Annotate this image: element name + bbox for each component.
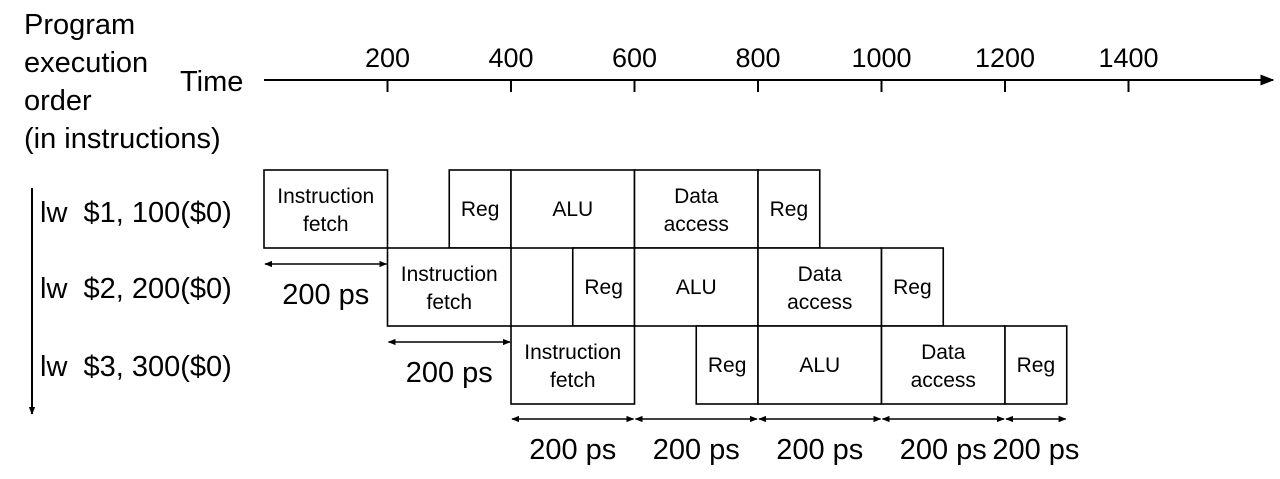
order-label-line: order — [24, 85, 92, 117]
axis-tick-label: 1000 — [851, 43, 911, 73]
stage-box — [263, 169, 389, 249]
axis-tick-label: 800 — [735, 43, 780, 73]
stage-label: fetch — [426, 291, 472, 314]
stage-box — [510, 325, 636, 405]
axis-tick-label: 1400 — [1098, 43, 1158, 73]
stage-box — [757, 169, 821, 249]
order-label-line: execution — [24, 47, 148, 79]
axis-tick-label: 600 — [612, 43, 657, 73]
stage-label: ALU — [552, 198, 593, 221]
instruction-label: lw $3, 300($0) — [40, 351, 232, 383]
stage-box — [386, 247, 512, 327]
instruction-label: lw $2, 200($0) — [40, 273, 232, 305]
interval-label: 200 ps — [900, 434, 987, 466]
axis-tick-label: 200 — [365, 43, 410, 73]
stage-label: ALU — [676, 276, 717, 299]
axis-tick-label: 400 — [488, 43, 533, 73]
stage-label: fetch — [550, 369, 596, 392]
stage-label: Data — [798, 263, 843, 286]
time-axis-ticks: 200 400 600 800 1000 1200 1400 — [365, 43, 1159, 92]
stage-label: ALU — [799, 354, 840, 377]
interval-label: 200 ps — [282, 279, 369, 311]
interval-label: 200 ps — [406, 357, 493, 389]
stage-box — [571, 247, 636, 327]
interval-label: 200 ps — [776, 434, 863, 466]
stage-label: Reg — [584, 276, 623, 299]
order-label-line: (in instructions) — [24, 123, 221, 155]
stage-label: Reg — [1017, 354, 1056, 377]
instruction-row: lw $3, 300($0) Instruction fetch Reg ALU Data… — [40, 325, 1068, 405]
interval-label: 200 ps — [529, 434, 616, 466]
instruction-row: lw $2, 200($0) Instruction fetch Reg ALU Data… — [40, 247, 945, 327]
stage-box — [633, 169, 759, 249]
stage-label: Reg — [770, 198, 809, 221]
stage-box — [1004, 325, 1068, 405]
time-label: Time — [180, 66, 243, 98]
stage-label: Reg — [708, 354, 747, 377]
order-label-line: Program — [24, 9, 135, 41]
stage-label: Data — [921, 341, 966, 364]
interval-label: 200 ps — [992, 434, 1079, 466]
interval-label: 200 ps — [653, 434, 740, 466]
stage-label: Reg — [461, 198, 500, 221]
axis-tick-label: 1200 — [975, 43, 1035, 73]
stage-label: Instruction — [524, 341, 621, 364]
stage-label: access — [787, 291, 852, 314]
stage-label: Instruction — [401, 263, 498, 286]
stage-box — [757, 325, 883, 405]
stage-label: Reg — [893, 276, 932, 299]
stage-label: access — [664, 213, 729, 236]
stage-box — [633, 247, 759, 327]
instruction-label: lw $1, 100($0) — [40, 197, 232, 229]
instruction-row: lw $1, 100($0) Instruction fetch Reg ALU Data… — [40, 169, 821, 249]
stage-label: Data — [674, 185, 719, 208]
stage-label: access — [911, 369, 976, 392]
stage-box — [757, 247, 883, 327]
stage-label: fetch — [303, 213, 349, 236]
stage-box — [880, 325, 1006, 405]
stage-label: Instruction — [277, 185, 374, 208]
program-order-label: Program execution order (in instructions… — [24, 9, 221, 155]
